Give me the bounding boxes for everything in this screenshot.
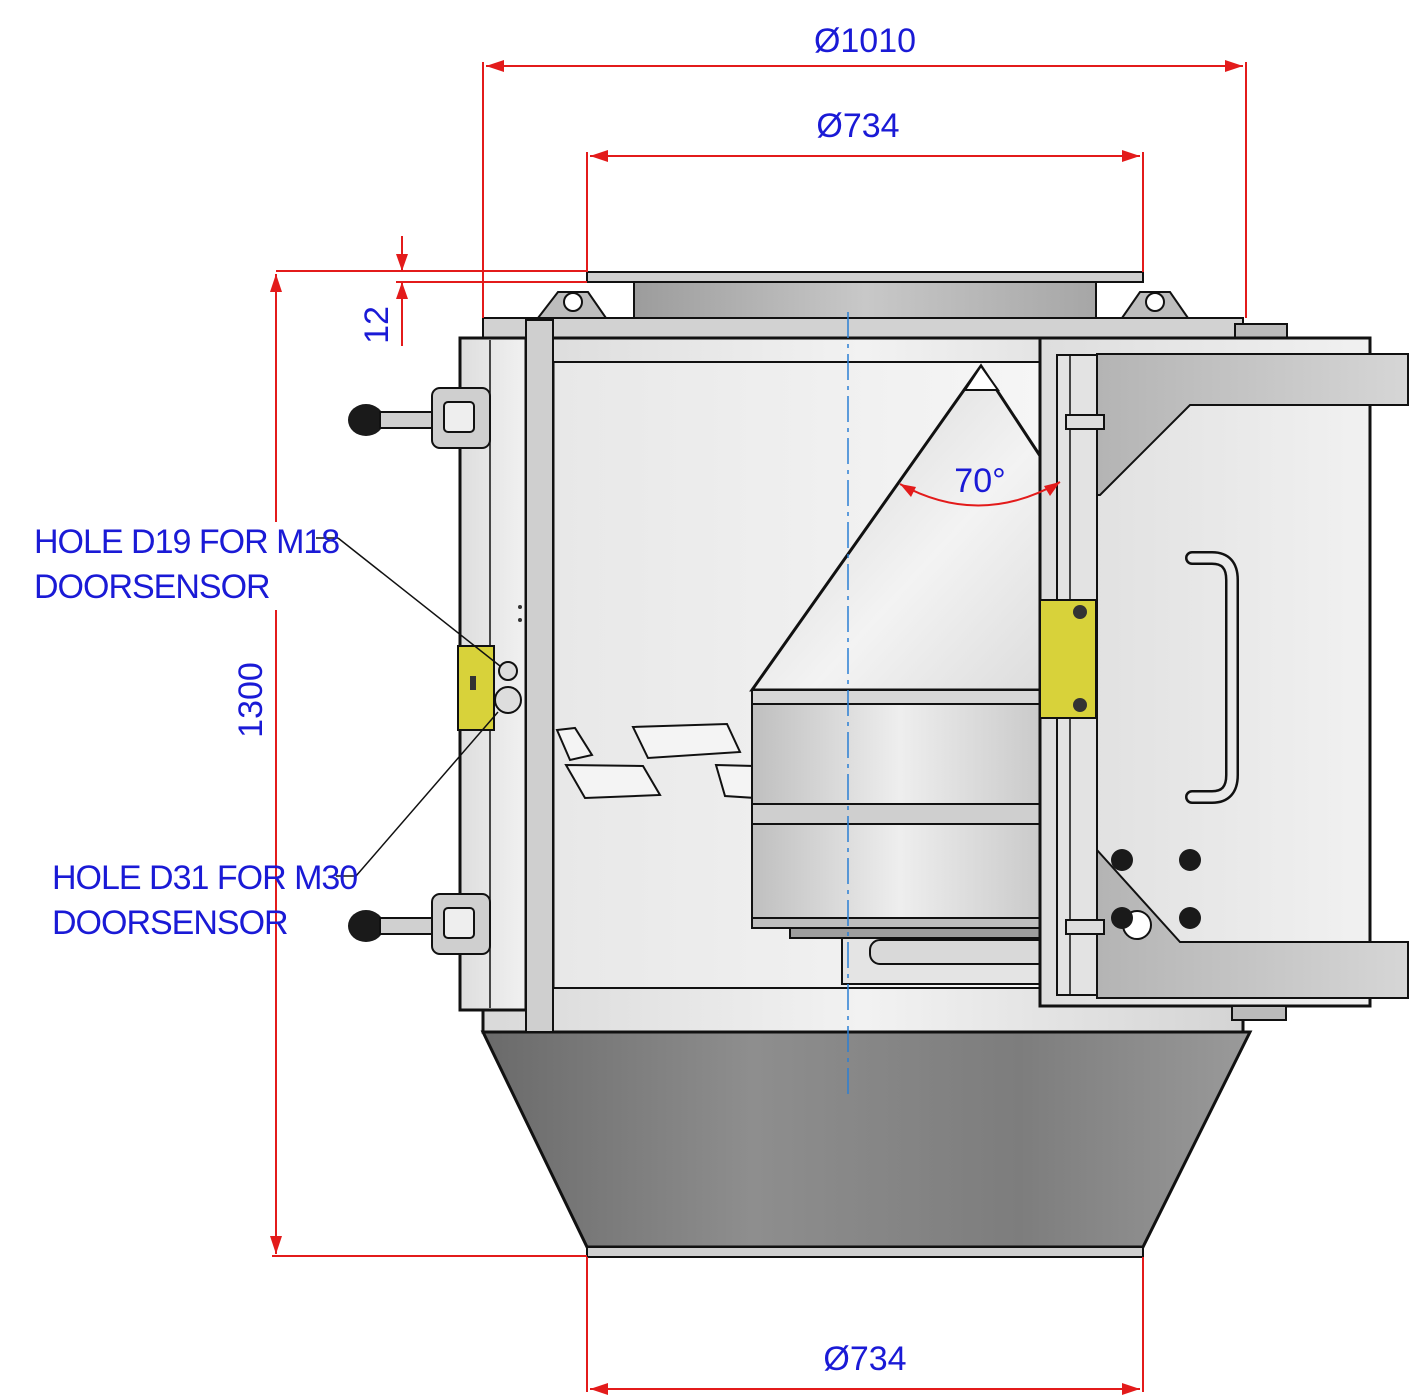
dim-text-top-outer: Ø1010: [814, 22, 916, 60]
dim-text-top-inner: Ø734: [816, 107, 899, 145]
dimension-cone-angle: 70°: [899, 462, 1061, 507]
note-lower-sensor-hole: HOLE D31 FOR M30 DOORSENSOR: [52, 711, 499, 942]
lifting-lug-left: [535, 291, 608, 319]
dimension-ø1010: Ø1010: [482, 22, 1247, 318]
bottom-flange: [586, 1246, 1144, 1258]
note-upper-sensor-hole: HOLE D19 FOR M18 DOORSENSOR: [34, 523, 501, 667]
dim-text-flange: 12: [358, 306, 396, 344]
dimension-flange-thickness: 12: [276, 236, 587, 346]
separator-housing: [348, 271, 1409, 1258]
body-top-plate: [482, 317, 1244, 339]
right-door-assembly: [1038, 336, 1409, 1021]
dim-text-height: 1300: [232, 662, 270, 738]
lifting-lug-right: [1120, 291, 1190, 319]
door-sensor-bracket: [1039, 599, 1097, 719]
toggle-clamp-top: [348, 387, 491, 449]
diverter-plates: [555, 722, 758, 800]
top-small-box: [1234, 323, 1288, 339]
toggle-clamp-bottom: [348, 893, 491, 955]
dimension-ø734-top: Ø734: [586, 107, 1144, 272]
top-neck: [633, 281, 1097, 319]
dim-text-bottom: Ø734: [823, 1340, 906, 1378]
note-upper-line1: HOLE D19 FOR M18: [34, 523, 339, 561]
magnet-drum: [751, 689, 1049, 985]
note-upper-line2: DOORSENSOR: [34, 568, 270, 606]
dimension-ø734-bottom: Ø734: [586, 1257, 1144, 1395]
note-lower-line1: HOLE D31 FOR M30: [52, 859, 357, 897]
note-lower-line2: DOORSENSOR: [52, 904, 288, 942]
bottom-hopper: [480, 1030, 1253, 1249]
dimension-height: 1300: [232, 274, 587, 1257]
top-flange: [586, 271, 1144, 283]
dim-text-angle: 70°: [954, 462, 1005, 500]
